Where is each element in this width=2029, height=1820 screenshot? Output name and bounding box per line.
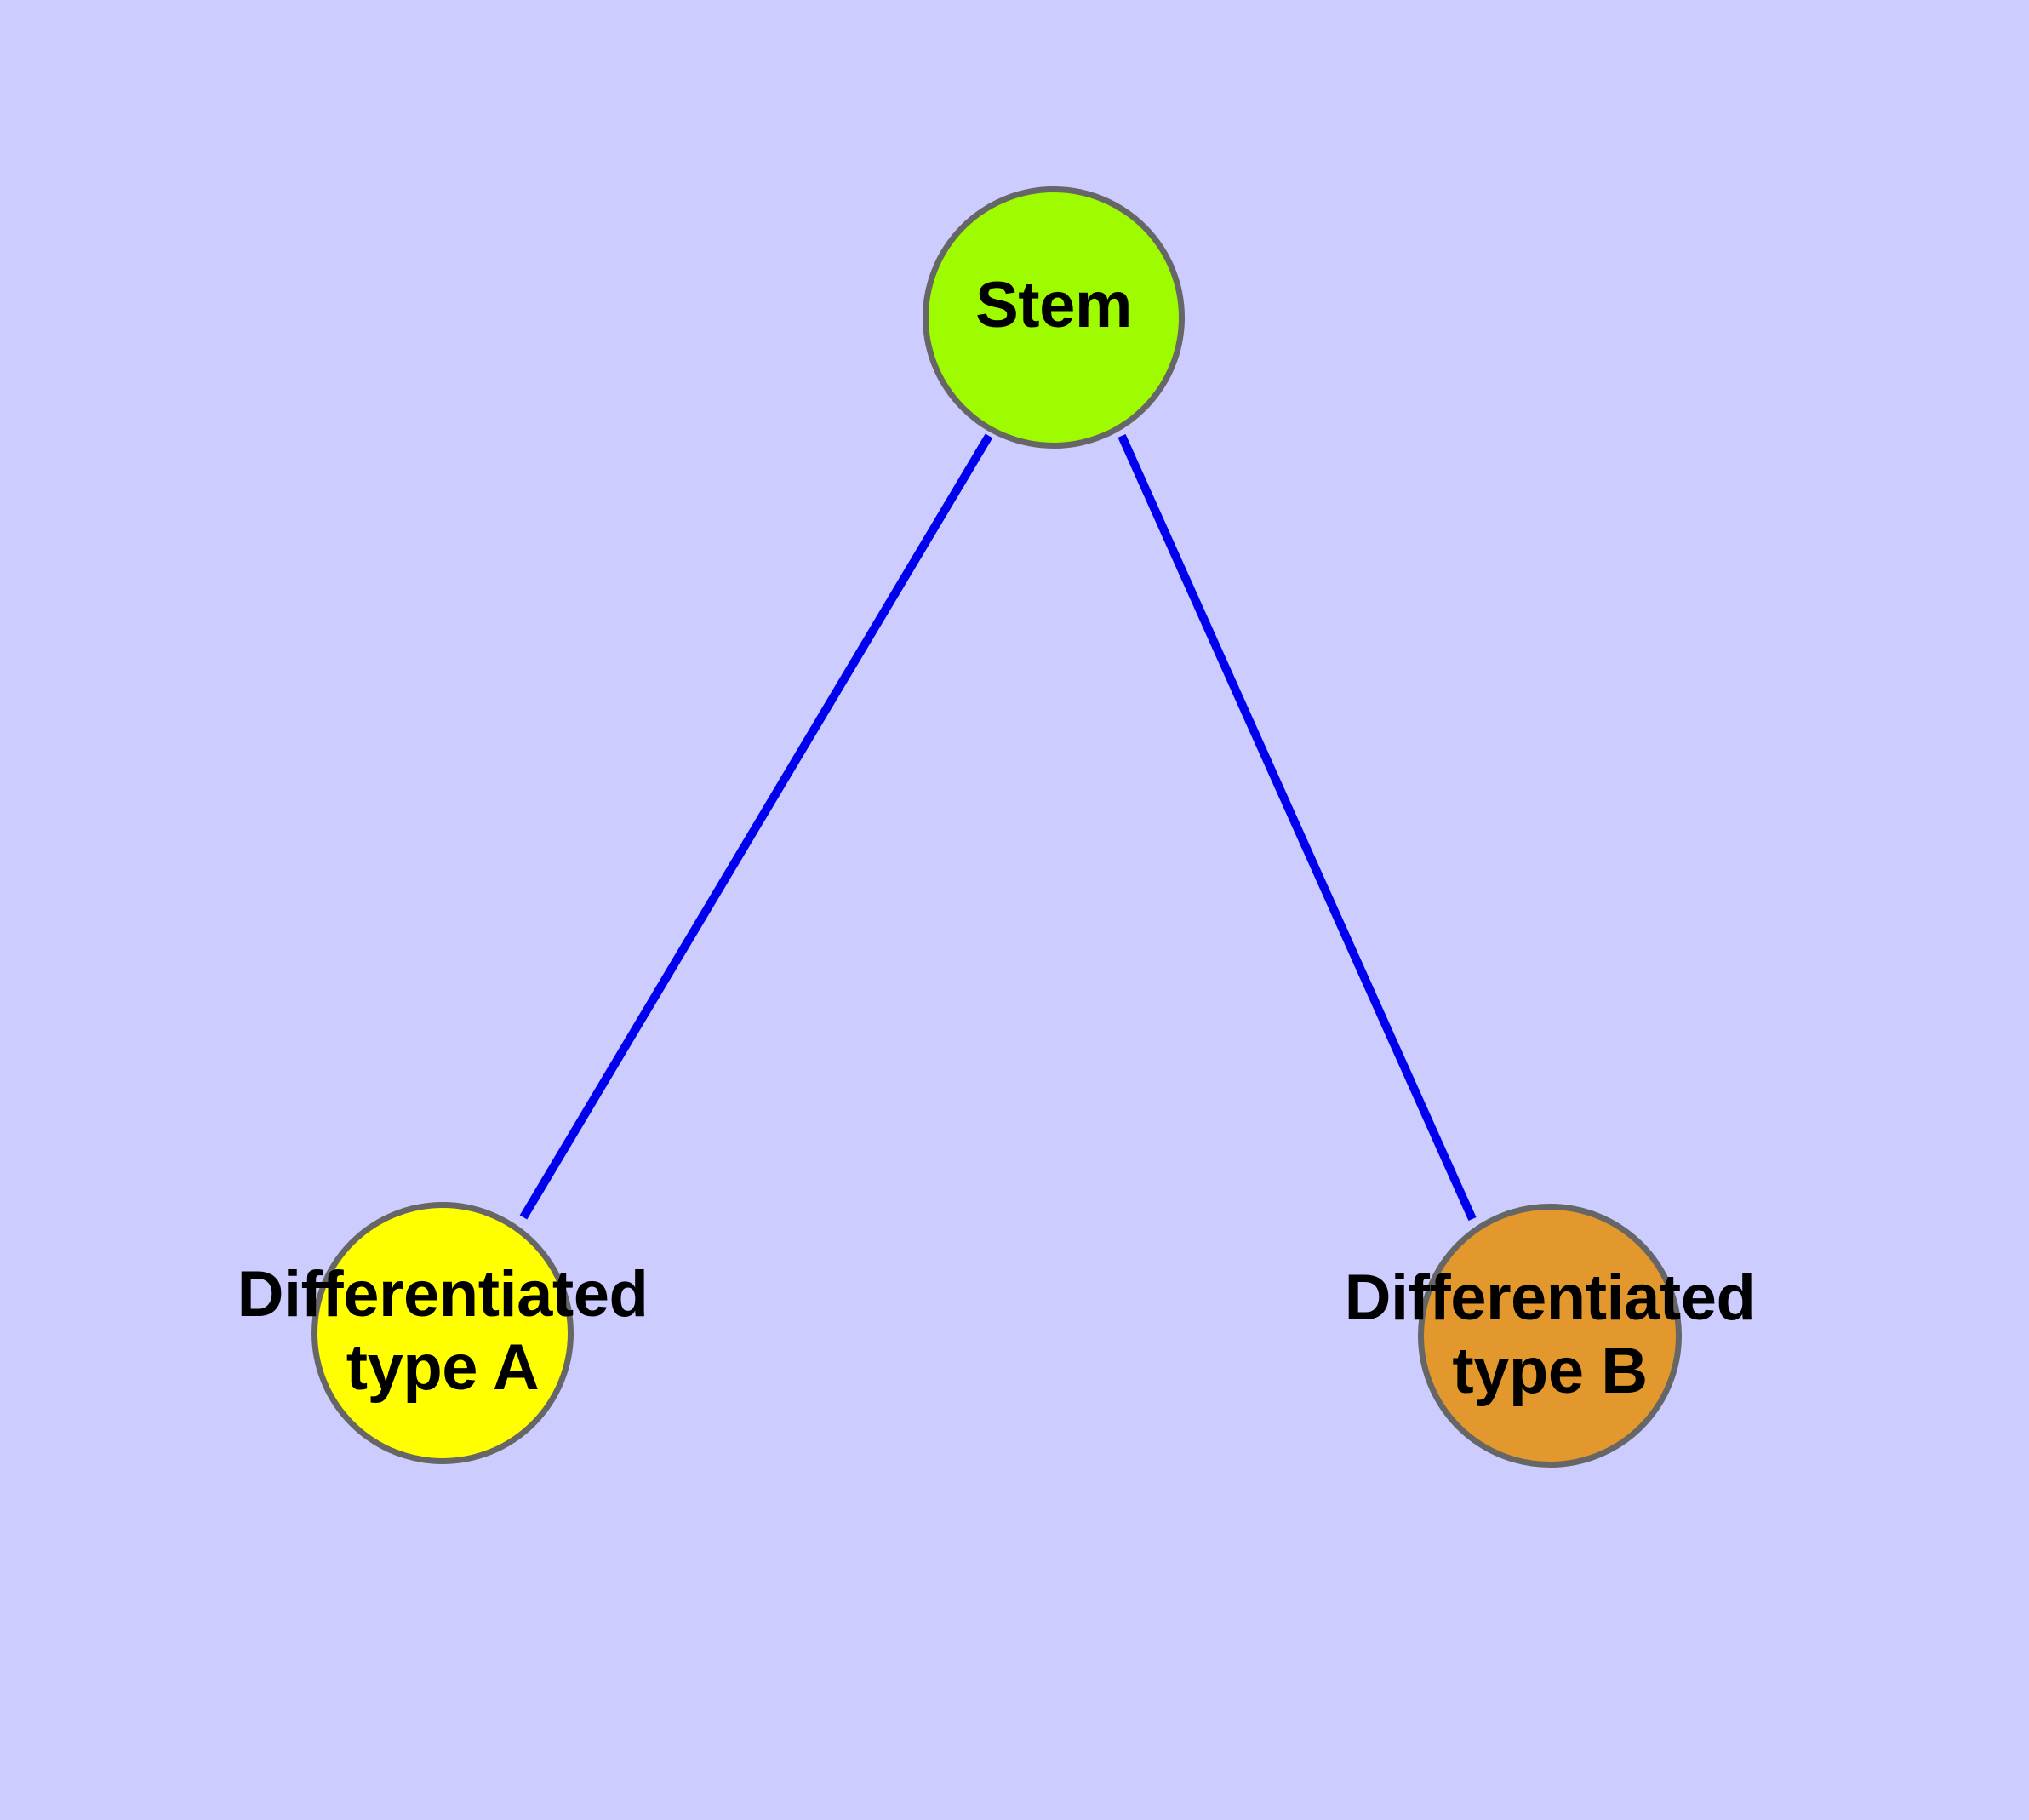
node-label-differentiated-type-b: Differentiated type B: [1209, 1262, 1890, 1408]
node-label-diff-b-line-2: type B: [1452, 1334, 1648, 1407]
node-stem[interactable]: [923, 186, 1185, 449]
node-differentiated-type-b[interactable]: [1418, 1204, 1682, 1468]
node-label-diff-a-line-2: type A: [346, 1331, 540, 1404]
node-label-diff-b-line-1: Differentiated: [1344, 1262, 1756, 1334]
node-label-diff-a-line-1: Differentiated: [237, 1258, 649, 1331]
edge-stem-to-diff-b: [1117, 433, 1477, 1222]
node-differentiated-type-a[interactable]: [311, 1202, 574, 1464]
node-label-differentiated-type-a: Differentiated type A: [102, 1258, 783, 1405]
node-label-stem-line-1: Stem: [975, 269, 1132, 341]
edge-stem-to-diff-a: [519, 433, 993, 1220]
node-label-stem: Stem: [883, 269, 1224, 342]
